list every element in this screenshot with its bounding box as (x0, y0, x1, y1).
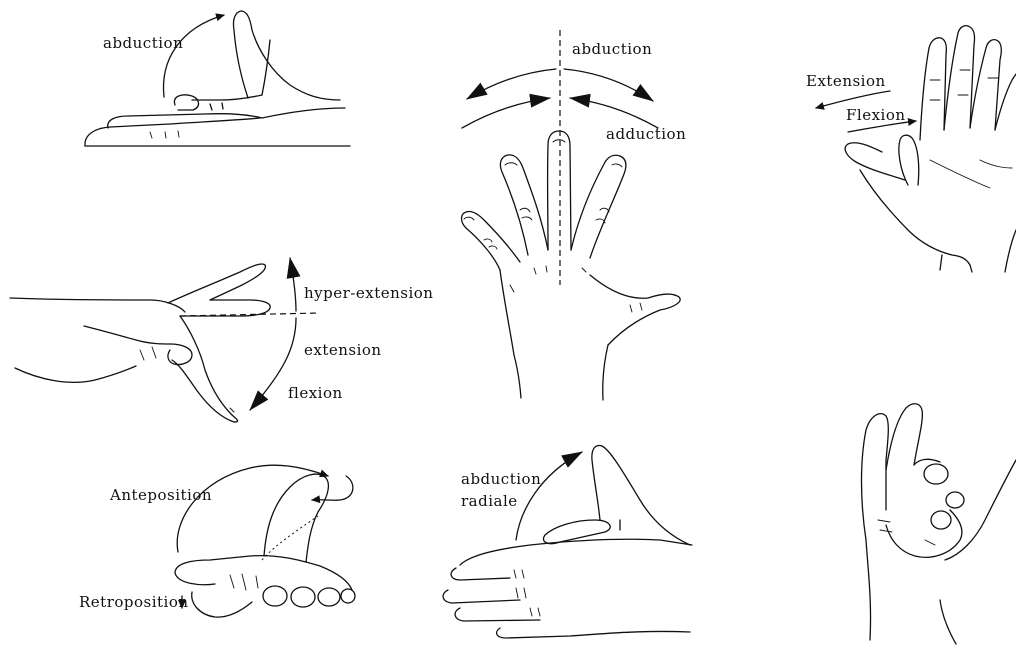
label-adduction-center: adduction (606, 125, 686, 143)
label-retroposition: Retroposition (79, 593, 189, 611)
bottom-right-hand-opposition (862, 404, 1016, 644)
label-abduction-center: abduction (572, 40, 652, 58)
label-flexion-right: Flexion (846, 106, 906, 124)
label-flexion: flexion (288, 384, 343, 402)
center-hand-finger-spread (462, 30, 681, 400)
top-right-hand-flexion-extension (816, 26, 1016, 272)
middle-left-finger-flexion (10, 258, 320, 422)
label-abduction-top-left: abduction (103, 34, 183, 52)
label-hyper-extension: hyper-extension (304, 284, 433, 302)
label-extension-right: Extension (806, 72, 886, 90)
label-extension: extension (304, 341, 382, 359)
top-left-hand-abduction (85, 11, 350, 146)
label-anteposition: Anteposition (110, 486, 212, 504)
label-abduction-radiale-line2: radiale (461, 492, 518, 510)
label-abduction-radiale-line1: abduction (461, 470, 541, 488)
